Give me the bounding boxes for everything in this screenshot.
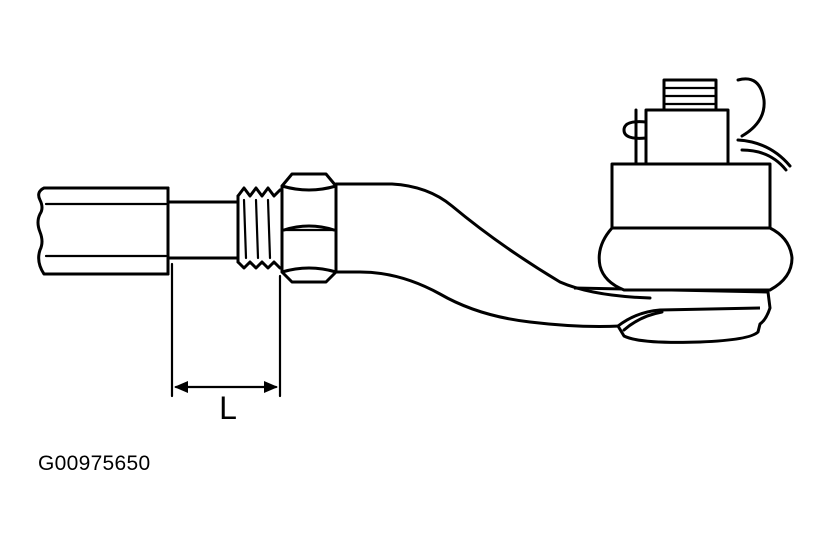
ball-joint-housing bbox=[573, 286, 772, 344]
dimension-label: L bbox=[219, 390, 237, 426]
figure-id: G00975650 bbox=[38, 452, 151, 475]
threaded-section bbox=[236, 186, 282, 270]
tie-rod-shaft bbox=[166, 200, 240, 260]
dimension-l bbox=[170, 262, 282, 398]
lock-nut bbox=[280, 172, 338, 284]
dust-boot bbox=[597, 162, 794, 292]
cotter-pin bbox=[736, 77, 792, 172]
tie-rod-end-arm bbox=[334, 182, 652, 328]
rack-end-tube bbox=[36, 186, 170, 276]
ball-stud bbox=[622, 78, 730, 166]
